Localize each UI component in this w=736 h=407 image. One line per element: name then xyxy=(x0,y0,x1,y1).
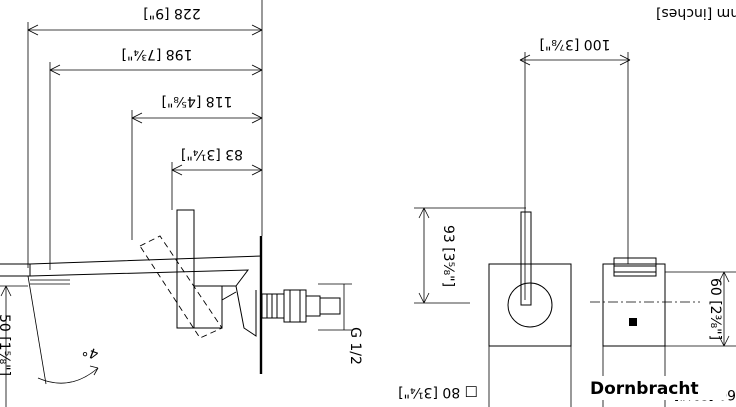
body-height-dim: 60 [2⅜"] xyxy=(665,271,736,347)
side-view: 228 [9"] 198 [7¾"] 118 [4⅝"] 83 [3¼"] 50… xyxy=(0,0,363,407)
dim-lever-height: 93 [3⅝"] xyxy=(440,225,456,287)
dim-handle-reach: 118 [4⅝"] xyxy=(161,93,232,109)
threaded-connector xyxy=(261,289,341,323)
spout-height-dim: 50 [1⅝"] xyxy=(0,285,12,407)
brand-logo: Dornbracht xyxy=(590,379,699,399)
extension-lines xyxy=(27,0,263,270)
dimension-lines-horizontal xyxy=(27,24,263,176)
dim-spout-height: 50 [1⅝"] xyxy=(0,314,12,376)
lever-handle xyxy=(139,209,237,339)
front-plate xyxy=(488,211,572,407)
spout xyxy=(0,255,263,287)
lever-length-dim: 100 [3⅞"] xyxy=(519,36,631,300)
thread-dim: G 1/2 xyxy=(318,283,363,365)
angle-indicator: 4° xyxy=(27,275,101,385)
dim-lever-depth: 83 [3¼"] xyxy=(181,146,243,162)
dim-thread-size: G 1/2 xyxy=(347,327,363,365)
unit-note: mm [inches] xyxy=(656,5,736,21)
dim-spout-length: 198 [7¾"] xyxy=(121,46,192,62)
dim-body-height: 60 [2⅜"] xyxy=(707,278,723,340)
dim-lever-length: 100 [3⅞"] xyxy=(539,36,610,52)
front-view: 100 [3⅞"] 93 [3⅝"] □ 80 [3¼"] xyxy=(398,36,736,407)
dim-plate-size: □ 80 [3¼"] xyxy=(398,384,478,400)
angle-label: 4° xyxy=(80,342,100,362)
dim-overall-length: 228 [9"] xyxy=(143,5,200,21)
lever-height-dim: 93 [3⅝"] xyxy=(414,207,526,304)
